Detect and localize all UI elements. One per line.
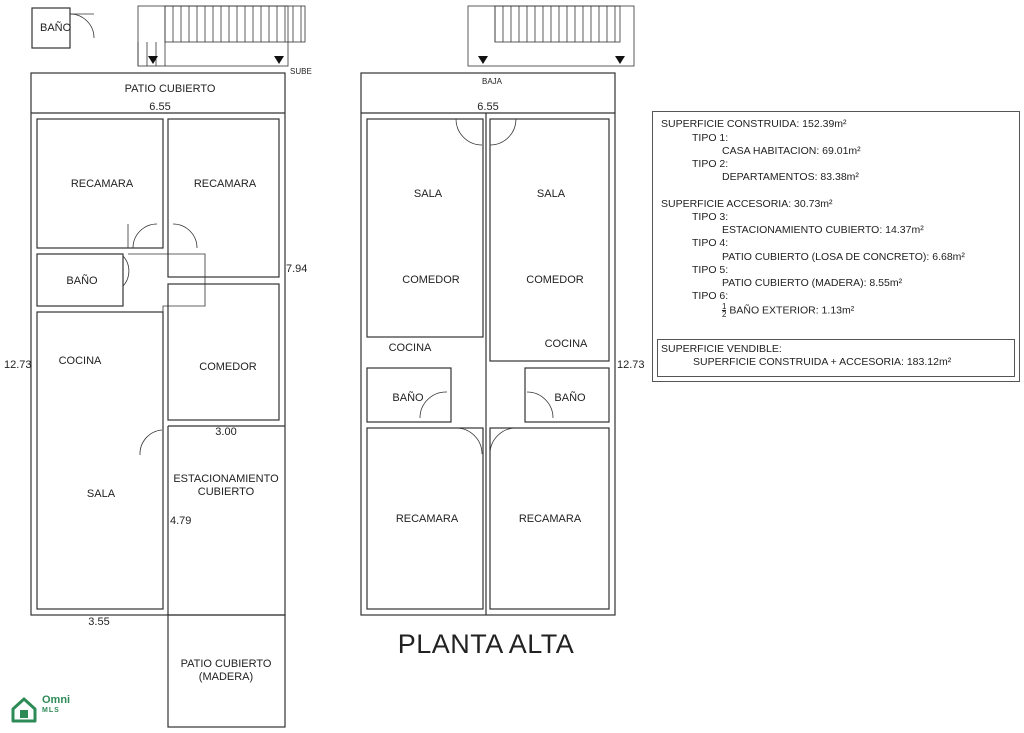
label-bano-1: BAÑO: [392, 391, 424, 404]
dim-top-width: 6.55: [149, 101, 170, 113]
room-recamara-1: [36, 118, 164, 249]
label-recamara-1: RECAMARA: [396, 513, 459, 525]
label-cocina: COCINA: [59, 355, 102, 367]
label-recamara-2: RECAMARA: [194, 178, 257, 190]
tipo-6-item: BAÑO EXTERIOR: 1.13m²: [729, 304, 855, 317]
dim-right-depth: 12.73: [617, 359, 645, 371]
label-cubierto: CUBIERTO: [198, 486, 255, 498]
superficie-vendible-item: SUPERFICIE CONSTRUIDA + ACCESORIA: 183.1…: [693, 356, 952, 368]
room-recamara-2-alta: [489, 427, 610, 610]
patio-madera-outline: [167, 614, 286, 728]
door-sala-1: [455, 118, 483, 146]
dim-parking-width: 3.00: [215, 426, 236, 438]
door-recamara-2: [489, 427, 517, 455]
room-sala-2: [489, 118, 610, 362]
door-bano-2: [526, 391, 554, 419]
label-patio-cubierto: PATIO CUBIERTO: [125, 83, 216, 95]
dim-sala-width: 3.55: [88, 616, 109, 628]
superficie-vendible: SUPERFICIE VENDIBLE:: [661, 343, 782, 355]
tipo-2: TIPO 2:: [692, 158, 729, 170]
door-sala-2: [489, 118, 517, 146]
area-summary-box: SUPERFICIE CONSTRUIDA: 152.39m² TIPO 1: …: [652, 111, 1020, 382]
label-recamara-1: RECAMARA: [71, 178, 134, 190]
plan-left: BAÑO SUBE RECAMARA RECAMARA BAÑO COCINA …: [4, 5, 312, 728]
door-sala: [139, 429, 163, 456]
tipo-5: TIPO 5:: [692, 264, 729, 276]
door-bano-1: [419, 391, 448, 419]
room-recamara-2: [167, 118, 280, 278]
tipo-5-item: PATIO CUBIERTO (MADERA): 8.55m²: [722, 277, 903, 289]
house-icon: [11, 697, 37, 723]
door-recamara-1: [132, 223, 158, 249]
logo-brand: Omni: [42, 694, 71, 706]
superficie-construida: SUPERFICIE CONSTRUIDA: 152.39m²: [661, 118, 847, 130]
room-recamara-1-alta: [366, 427, 484, 610]
superficie-accesoria: SUPERFICIE ACCESORIA: 30.73m²: [661, 198, 833, 210]
exterior-bathroom-door: [69, 13, 95, 39]
dim-right-depth: 7.94: [286, 263, 307, 275]
superficie-vendible-box: SUPERFICIE VENDIBLE: SUPERFICIE CONSTRUI…: [657, 339, 1015, 377]
dim-top-width: 6.55: [477, 101, 498, 113]
dim-left-depth: 12.73: [4, 359, 32, 371]
label-recamara-2: RECAMARA: [519, 513, 582, 525]
logo-sub: MLS: [42, 707, 60, 714]
right-outer-wall: [360, 72, 616, 616]
label-bano-exterior: BAÑO: [40, 21, 72, 34]
tipo-4-item: PATIO CUBIERTO (LOSA DE CONCRETO): 6.68m…: [722, 251, 965, 263]
tipo-3: TIPO 3:: [692, 211, 729, 223]
tipo-6: TIPO 6:: [692, 290, 729, 302]
label-sala-1: SALA: [414, 188, 443, 200]
label-bano: BAÑO: [66, 274, 98, 287]
stairs-left-arrow-1: [148, 56, 158, 64]
label-comedor: COMEDOR: [199, 361, 257, 373]
omni-mls-logo: Omni MLS: [8, 694, 88, 728]
label-comedor-2: COMEDOR: [526, 274, 584, 286]
label-bano-2: BAÑO: [554, 391, 586, 404]
left-outer-wall: [30, 72, 286, 616]
tipo-1-item: CASA HABITACION: 69.01m²: [722, 145, 861, 157]
label-sube: SUBE: [290, 67, 312, 76]
room-bano-2: [524, 367, 610, 423]
room-comedor: [167, 283, 280, 421]
room-bano: [36, 253, 124, 307]
tipo-3-item: ESTACIONAMIENTO CUBIERTO: 14.37m²: [722, 224, 924, 236]
room-sala-1: [366, 118, 484, 338]
room-bano-1: [366, 367, 452, 423]
tipo-1: TIPO 1:: [692, 132, 729, 144]
stairs-right-arrow-1: [478, 56, 488, 64]
label-sala: SALA: [87, 488, 116, 500]
label-cocina-1: COCINA: [389, 342, 432, 354]
stairs-left-arrow-2: [274, 56, 284, 64]
exterior-bathroom-wall: [31, 7, 71, 49]
label-estacionamiento: ESTACIONAMIENTO: [173, 473, 279, 485]
label-patio-madera-2: (MADERA): [199, 671, 253, 683]
label-patio-madera-1: PATIO CUBIERTO: [181, 658, 272, 670]
page-title: PLANTA ALTA: [398, 629, 575, 659]
door-bano: [122, 255, 130, 287]
dim-parking-depth: 4.79: [170, 515, 191, 527]
label-comedor-1: COMEDOR: [402, 274, 460, 286]
room-cocina-sala: [36, 311, 164, 610]
stairs-right-arrow-2: [615, 56, 625, 64]
tipo-2-item: DEPARTAMENTOS: 83.38m²: [722, 171, 859, 183]
door-recamara-2: [172, 223, 198, 249]
label-cocina-2: COCINA: [545, 338, 588, 350]
door-recamara-1: [455, 427, 483, 455]
plan-right: BAJA SALA SALA COMEDOR COMEDOR COCINA CO…: [360, 5, 645, 659]
label-baja: BAJA: [482, 77, 503, 86]
label-sala-2: SALA: [537, 188, 566, 200]
tipo-4: TIPO 4:: [692, 237, 729, 249]
